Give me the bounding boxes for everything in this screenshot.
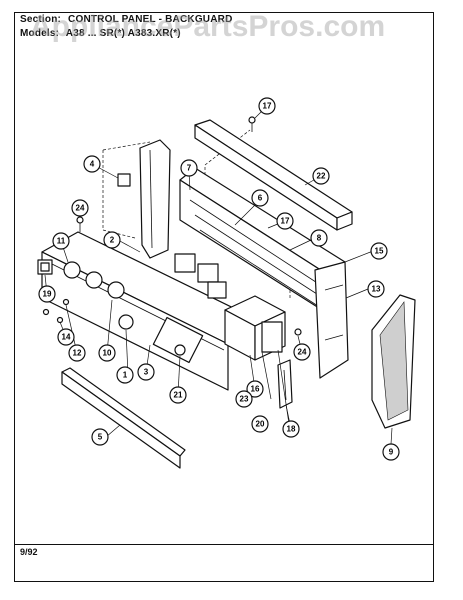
callout-24-left: 24 (71, 199, 89, 217)
callout-13: 13 (367, 280, 385, 298)
models-value: A38 ... SR(*) A383.XR(*) (65, 28, 181, 39)
part-small-bracket (277, 359, 293, 409)
callout-14: 14 (57, 328, 75, 346)
svg-text:17: 17 (263, 102, 272, 111)
callout-19: 19 (38, 285, 56, 303)
callout-18: 18 (282, 420, 300, 438)
svg-text:7: 7 (187, 164, 192, 173)
svg-text:13: 13 (372, 285, 381, 294)
svg-text:19: 19 (43, 290, 52, 299)
svg-text:11: 11 (57, 237, 66, 246)
callout-12: 12 (68, 344, 86, 362)
svg-text:1: 1 (123, 371, 128, 380)
section-label: Section: (20, 14, 62, 25)
svg-text:21: 21 (174, 391, 183, 400)
callout-4: 4 (83, 155, 101, 173)
callout-8: 8 (310, 229, 328, 247)
svg-text:12: 12 (73, 349, 82, 358)
svg-text:24: 24 (298, 348, 307, 357)
part-clock-module (261, 321, 283, 353)
part-switch-block (174, 253, 227, 299)
part-top-support-bar (194, 119, 353, 231)
svg-text:2: 2 (110, 236, 115, 245)
svg-text:24: 24 (76, 204, 85, 213)
callout-16: 16 (246, 380, 264, 398)
part-side-bracket (314, 261, 349, 379)
callout-2: 2 (103, 231, 121, 249)
svg-text:15: 15 (375, 247, 384, 256)
part-right-end-cap (371, 294, 416, 429)
callout-11: 11 (52, 232, 70, 250)
callout-17-mid: 17 (276, 212, 294, 230)
footer-divider (14, 544, 434, 545)
callout-9: 9 (382, 443, 400, 461)
svg-text:5: 5 (98, 433, 103, 442)
svg-text:22: 22 (317, 172, 326, 181)
part-left-end-trim (117, 139, 171, 259)
part-control-panel (41, 231, 263, 391)
callout-24-right: 24 (293, 343, 311, 361)
svg-text:20: 20 (256, 420, 265, 429)
svg-text:3: 3 (144, 368, 149, 377)
section-value: CONTROL PANEL - BACKGUARD (68, 14, 233, 25)
callout-22: 22 (312, 167, 330, 185)
svg-text:16: 16 (251, 385, 260, 394)
callout-7: 7 (180, 159, 198, 177)
svg-text:6: 6 (258, 194, 263, 203)
part-left-switch (37, 259, 53, 275)
models-line: Models: A38 ... SR(*) A383.XR(*) (20, 28, 181, 39)
svg-text:14: 14 (62, 333, 71, 342)
svg-text:4: 4 (90, 160, 95, 169)
diagram-frame (14, 12, 434, 582)
callout-23: 23 (235, 390, 253, 408)
svg-text:17: 17 (281, 217, 290, 226)
callout-21: 21 (169, 386, 187, 404)
svg-text:23: 23 (240, 395, 249, 404)
section-line: Section: CONTROL PANEL - BACKGUARD (20, 14, 233, 25)
svg-text:18: 18 (287, 425, 296, 434)
watermark: AppliancePartsPros.com (30, 10, 386, 43)
callout-6: 6 (251, 189, 269, 207)
callout-20: 20 (251, 415, 269, 433)
callout-1: 1 (116, 366, 134, 384)
part-lower-trim (61, 367, 186, 469)
callout-17-top: 17 (258, 97, 276, 115)
callout-15: 15 (370, 242, 388, 260)
models-label: Models: (20, 28, 60, 39)
callout-10: 10 (98, 344, 116, 362)
callout-5: 5 (91, 428, 109, 446)
svg-text:10: 10 (103, 349, 112, 358)
svg-text:8: 8 (317, 234, 322, 243)
svg-text:9: 9 (389, 448, 394, 457)
callout-3: 3 (137, 363, 155, 381)
revision-date: 9/92 (20, 547, 38, 557)
